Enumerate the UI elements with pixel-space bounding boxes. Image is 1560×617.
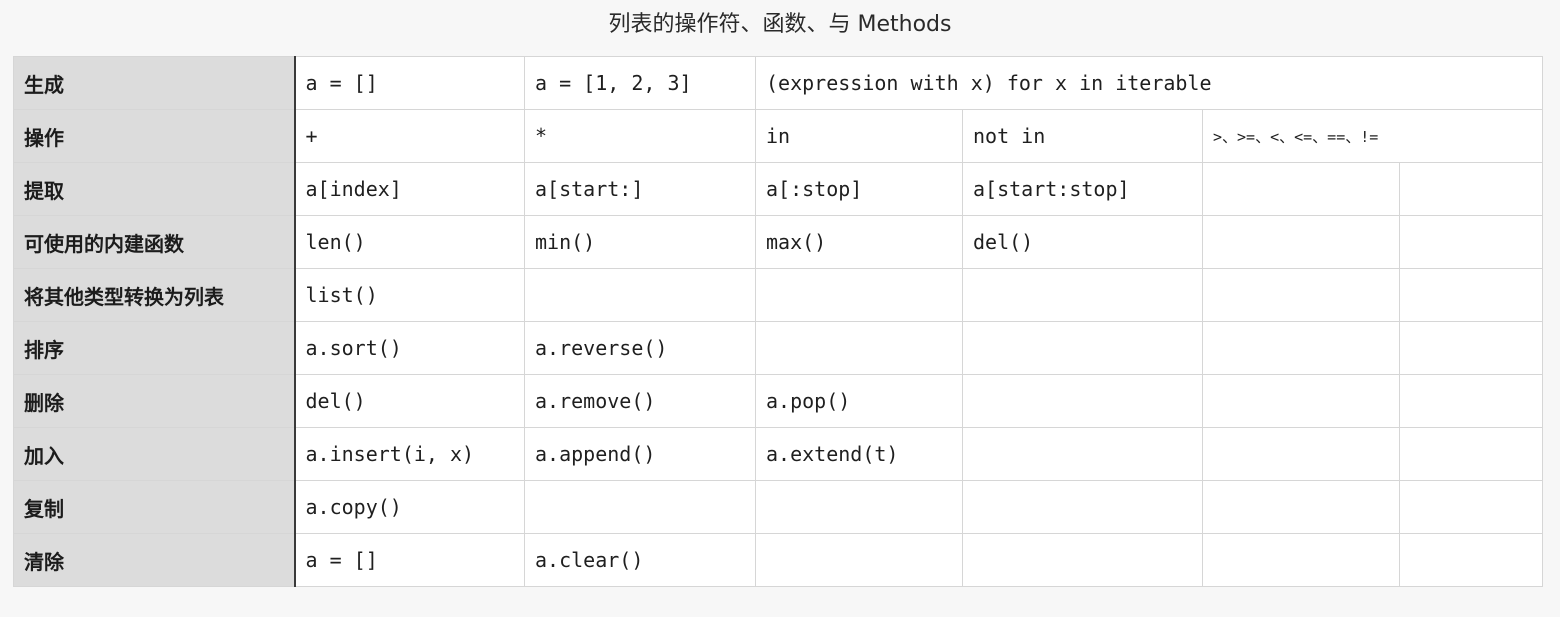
table-row: 排序 a.sort() a.reverse()	[13, 321, 1544, 375]
row-header: 生成	[13, 56, 296, 110]
table-cell: a.insert(i, x)	[294, 427, 525, 481]
table-cell: a.extend(t)	[755, 427, 963, 481]
table-cell	[1398, 215, 1544, 269]
table-cell	[962, 374, 1203, 428]
table-cell	[1398, 374, 1544, 428]
table-cell: a.copy()	[294, 480, 525, 534]
table-cell: not in	[962, 109, 1203, 163]
table-cell: in	[755, 109, 963, 163]
table-cell	[1398, 162, 1544, 216]
table-cell	[1202, 533, 1400, 587]
row-header: 复制	[13, 480, 296, 534]
table-row: 加入 a.insert(i, x) a.append() a.extend(t)	[13, 427, 1544, 481]
table-cell: +	[294, 109, 525, 163]
table-cell: a.append()	[524, 427, 756, 481]
table-cell: a[index]	[294, 162, 525, 216]
table-cell	[962, 321, 1203, 375]
table-row: 可使用的内建函数 len() min() max() del()	[13, 215, 1544, 269]
table-cell: a.pop()	[755, 374, 963, 428]
row-header: 将其他类型转换为列表	[13, 268, 296, 322]
table-cell: a[:stop]	[755, 162, 963, 216]
table-cell	[755, 321, 963, 375]
table-cell	[755, 480, 963, 534]
table-cell	[1202, 162, 1400, 216]
table-cell	[1202, 374, 1400, 428]
table-cell	[524, 268, 756, 322]
table-cell: del()	[294, 374, 525, 428]
table-cell	[1202, 427, 1400, 481]
table-cell	[524, 480, 756, 534]
list-operations-table: 生成 a = [] a = [1, 2, 3] (expression with…	[13, 56, 1544, 587]
table-cell	[1398, 480, 1544, 534]
table-cell	[755, 268, 963, 322]
row-header: 操作	[13, 109, 296, 163]
table-cell: (expression with x) for x in iterable	[754, 56, 1544, 110]
table-cell: a[start:stop]	[962, 162, 1203, 216]
row-header: 提取	[13, 162, 296, 216]
row-header: 加入	[13, 427, 296, 481]
table-cell: min()	[524, 215, 756, 269]
table-cell: list()	[294, 268, 525, 322]
table-cell	[755, 533, 963, 587]
table-row: 生成 a = [] a = [1, 2, 3] (expression with…	[13, 56, 1544, 110]
table-cell	[962, 533, 1203, 587]
table-row: 复制 a.copy()	[13, 480, 1544, 534]
table-cell: a[start:]	[524, 162, 756, 216]
table-row: 清除 a = [] a.clear()	[13, 533, 1544, 587]
table-cell: *	[524, 109, 756, 163]
table-cell	[1398, 268, 1544, 322]
table-cell	[1398, 321, 1544, 375]
table-cell: a.sort()	[294, 321, 525, 375]
table-cell: a = []	[294, 533, 525, 587]
table-cell	[962, 268, 1203, 322]
table-cell: a.clear()	[524, 533, 756, 587]
table-cell: a.reverse()	[524, 321, 756, 375]
table-row: 将其他类型转换为列表 list()	[13, 268, 1544, 322]
table-cell	[1202, 321, 1400, 375]
table-cell: a = []	[294, 56, 525, 110]
table-row: 操作 + * in not in >、>=、<、<=、==、!=	[13, 109, 1544, 163]
table-cell: >、>=、<、<=、==、!=	[1201, 109, 1544, 163]
table-cell	[962, 427, 1203, 481]
table-cell	[1202, 480, 1400, 534]
row-header: 排序	[13, 321, 296, 375]
table-cell	[962, 480, 1203, 534]
table-cell: a.remove()	[524, 374, 756, 428]
table-cell: a = [1, 2, 3]	[524, 56, 756, 110]
table-cell: max()	[755, 215, 963, 269]
table-row: 提取 a[index] a[start:] a[:stop] a[start:s…	[13, 162, 1544, 216]
row-header: 可使用的内建函数	[13, 215, 296, 269]
table-cell	[1398, 427, 1544, 481]
table-cell: del()	[962, 215, 1203, 269]
table-cell	[1202, 268, 1400, 322]
page-title: 列表的操作符、函数、与 Methods	[608, 12, 952, 37]
row-header: 清除	[13, 533, 296, 587]
table-cell	[1398, 533, 1544, 587]
table-cell	[1202, 215, 1400, 269]
row-header: 删除	[13, 374, 296, 428]
table-cell: len()	[294, 215, 525, 269]
table-row: 删除 del() a.remove() a.pop()	[13, 374, 1544, 428]
